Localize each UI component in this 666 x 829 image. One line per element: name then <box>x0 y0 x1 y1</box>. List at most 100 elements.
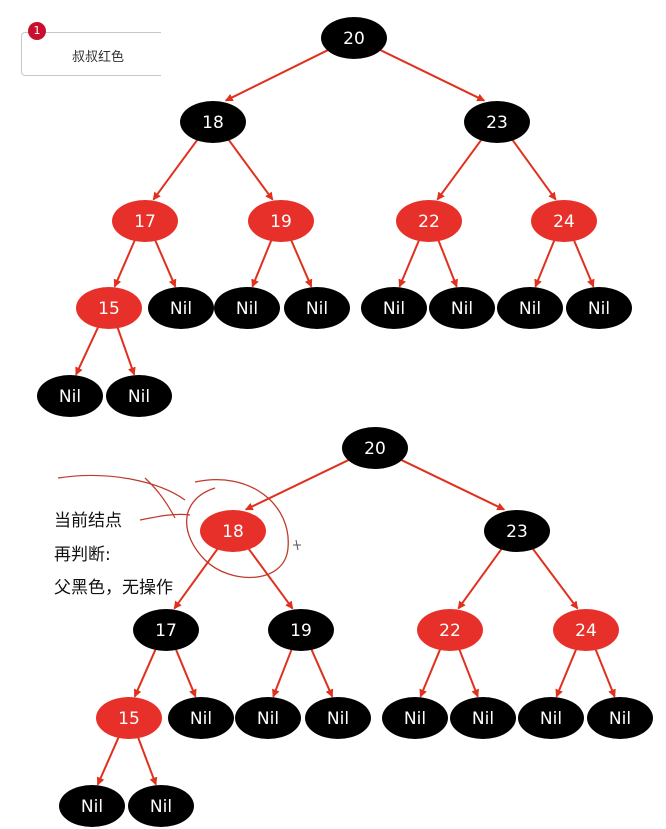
tree2-node-shape-b19 <box>268 609 334 651</box>
tree2-edge-b17-b15 <box>133 647 158 698</box>
tree1-edge-a20-a18 <box>224 46 334 102</box>
tree2-node-label-bn2: Nil <box>257 709 279 729</box>
tree1-node-label-an3: Nil <box>306 299 328 319</box>
tree2-node-b24: 24 <box>553 609 619 651</box>
tree1-node-an7: Nil <box>566 287 632 329</box>
tree1-node-label-a20: 20 <box>343 29 365 49</box>
note-line-2: 再判断: <box>54 545 111 565</box>
tree1-node-an5: Nil <box>429 287 495 329</box>
tree1-node-shape-an9 <box>106 375 172 417</box>
tree2-edge-b20-b23 <box>395 456 506 511</box>
tip-badge: 1 <box>28 22 46 40</box>
tree2-node-label-b23: 23 <box>506 522 528 542</box>
tree2-node-shape-b24 <box>553 609 619 651</box>
tree2-node-label-bn9: Nil <box>150 797 172 817</box>
tree2-node-label-bn8: Nil <box>81 797 103 817</box>
tree1-node-label-an7: Nil <box>588 299 610 319</box>
tree2-node-shape-b22 <box>417 609 483 651</box>
tree2-node-b19: 19 <box>268 609 334 651</box>
tree2-edge-b15-bn9 <box>136 735 158 786</box>
tree1-node-an3: Nil <box>284 287 350 329</box>
tree2-node-shape-bn2 <box>235 697 301 739</box>
tree1-node-label-a23: 23 <box>486 113 508 133</box>
tree1-node-an9: Nil <box>106 375 172 417</box>
tree1-edge-a18-a19 <box>226 136 274 201</box>
tree1-node-an8: Nil <box>37 375 103 417</box>
tree1-edge-a15-an8 <box>75 324 100 376</box>
tree2-node-bn1: Nil <box>168 697 234 739</box>
tree1-node-shape-an3 <box>284 287 350 329</box>
tree2-node-shape-bn6 <box>518 697 584 739</box>
tree2-node-shape-bn4 <box>382 697 448 739</box>
tree1-edge-a15-an9 <box>116 325 136 376</box>
tip-card: 叔叔红色 <box>21 32 161 76</box>
tree2-node-bn2: Nil <box>235 697 301 739</box>
tree1-node-shape-a24 <box>531 200 597 242</box>
tree1-node-shape-a18 <box>180 101 246 143</box>
tree1-node-a24: 24 <box>531 200 597 242</box>
note-line-1: 当前结点 <box>54 511 122 531</box>
tree1-node-label-a19: 19 <box>270 212 292 232</box>
tree1-node-shape-a23 <box>464 101 530 143</box>
tree2-node-label-b24: 24 <box>575 621 597 641</box>
tree2-node-label-bn1: Nil <box>190 709 212 729</box>
tree2-node-shape-bn1 <box>168 697 234 739</box>
tree1-node-label-an9: Nil <box>128 387 150 407</box>
tree1-edge-a24-an7 <box>572 238 595 288</box>
tree2-node-label-b15: 15 <box>118 709 140 729</box>
tree2-node-bn8: Nil <box>59 785 125 827</box>
tree2-edge-b22-bn5 <box>457 647 479 698</box>
tree1-edge-a20-a23 <box>374 46 486 102</box>
tree1-node-shape-an6 <box>497 287 563 329</box>
tree1-edge-a23-a24 <box>510 137 557 201</box>
tree1-node-shape-an5 <box>429 287 495 329</box>
tree1-node-label-an8: Nil <box>59 387 81 407</box>
tree1-node-a17: 17 <box>112 200 178 242</box>
tree2-node-bn6: Nil <box>518 697 584 739</box>
tree1-node-a22: 22 <box>396 200 462 242</box>
tree1-node-label-an6: Nil <box>519 299 541 319</box>
tree1-node-label-a22: 22 <box>418 212 440 232</box>
tree1-node-an4: Nil <box>361 287 427 329</box>
tree1-edge-a17-a15 <box>113 238 137 288</box>
tip-card-label: 叔叔红色 <box>72 50 125 65</box>
tree1-edge-a19-an2 <box>251 238 273 288</box>
note-line-3: 父黑色，无操作 <box>54 578 173 598</box>
tree2-node-shape-bn7 <box>587 697 653 739</box>
tree1-node-shape-an1 <box>148 287 214 329</box>
tree2-edge-b24-bn6 <box>555 647 578 698</box>
tree2-node-b20: 20 <box>342 427 408 469</box>
tree1-node-a19: 19 <box>248 200 314 242</box>
tree2-edge-b24-bn7 <box>593 647 616 698</box>
handwritten-annotation <box>57 474 301 579</box>
tree2-edge-b20-b18 <box>244 456 355 511</box>
tree1-node-label-an5: Nil <box>451 299 473 319</box>
tree1-node-label-an4: Nil <box>383 299 405 319</box>
tree2-node-bn4: Nil <box>382 697 448 739</box>
tree2-node-b17: 17 <box>133 609 199 651</box>
tree2-node-b18: 18 <box>200 510 266 552</box>
tree2-node-label-bn6: Nil <box>540 709 562 729</box>
tree1-node-shape-a19 <box>248 200 314 242</box>
tree1-node-label-a18: 18 <box>202 113 224 133</box>
tree2-edge-b23-b24 <box>530 545 579 610</box>
tree1-edge-a23-a22 <box>436 136 484 201</box>
tree2-node-bn7: Nil <box>587 697 653 739</box>
tree2-node-bn9: Nil <box>128 785 194 827</box>
tree2-node-shape-bn3 <box>305 697 371 739</box>
tree1-node-shape-an2 <box>214 287 280 329</box>
tree1-node-a15: 15 <box>76 287 142 329</box>
tree2-node-b23: 23 <box>484 510 550 552</box>
tree2-node-shape-b15 <box>96 697 162 739</box>
tree2-edge-b15-bn8 <box>96 735 121 786</box>
tree2-node-label-b17: 17 <box>155 621 177 641</box>
tree1-node-a18: 18 <box>180 101 246 143</box>
tree1-node-an2: Nil <box>214 287 280 329</box>
tree2-node-b15: 15 <box>96 697 162 739</box>
tree2-node-label-bn5: Nil <box>472 709 494 729</box>
tree2-edge-b18-b19 <box>246 545 294 610</box>
tree2-node-label-bn4: Nil <box>404 709 426 729</box>
tree1-node-shape-an7 <box>566 287 632 329</box>
tree2-node-shape-bn8 <box>59 785 125 827</box>
tree2-node-shape-b23 <box>484 510 550 552</box>
